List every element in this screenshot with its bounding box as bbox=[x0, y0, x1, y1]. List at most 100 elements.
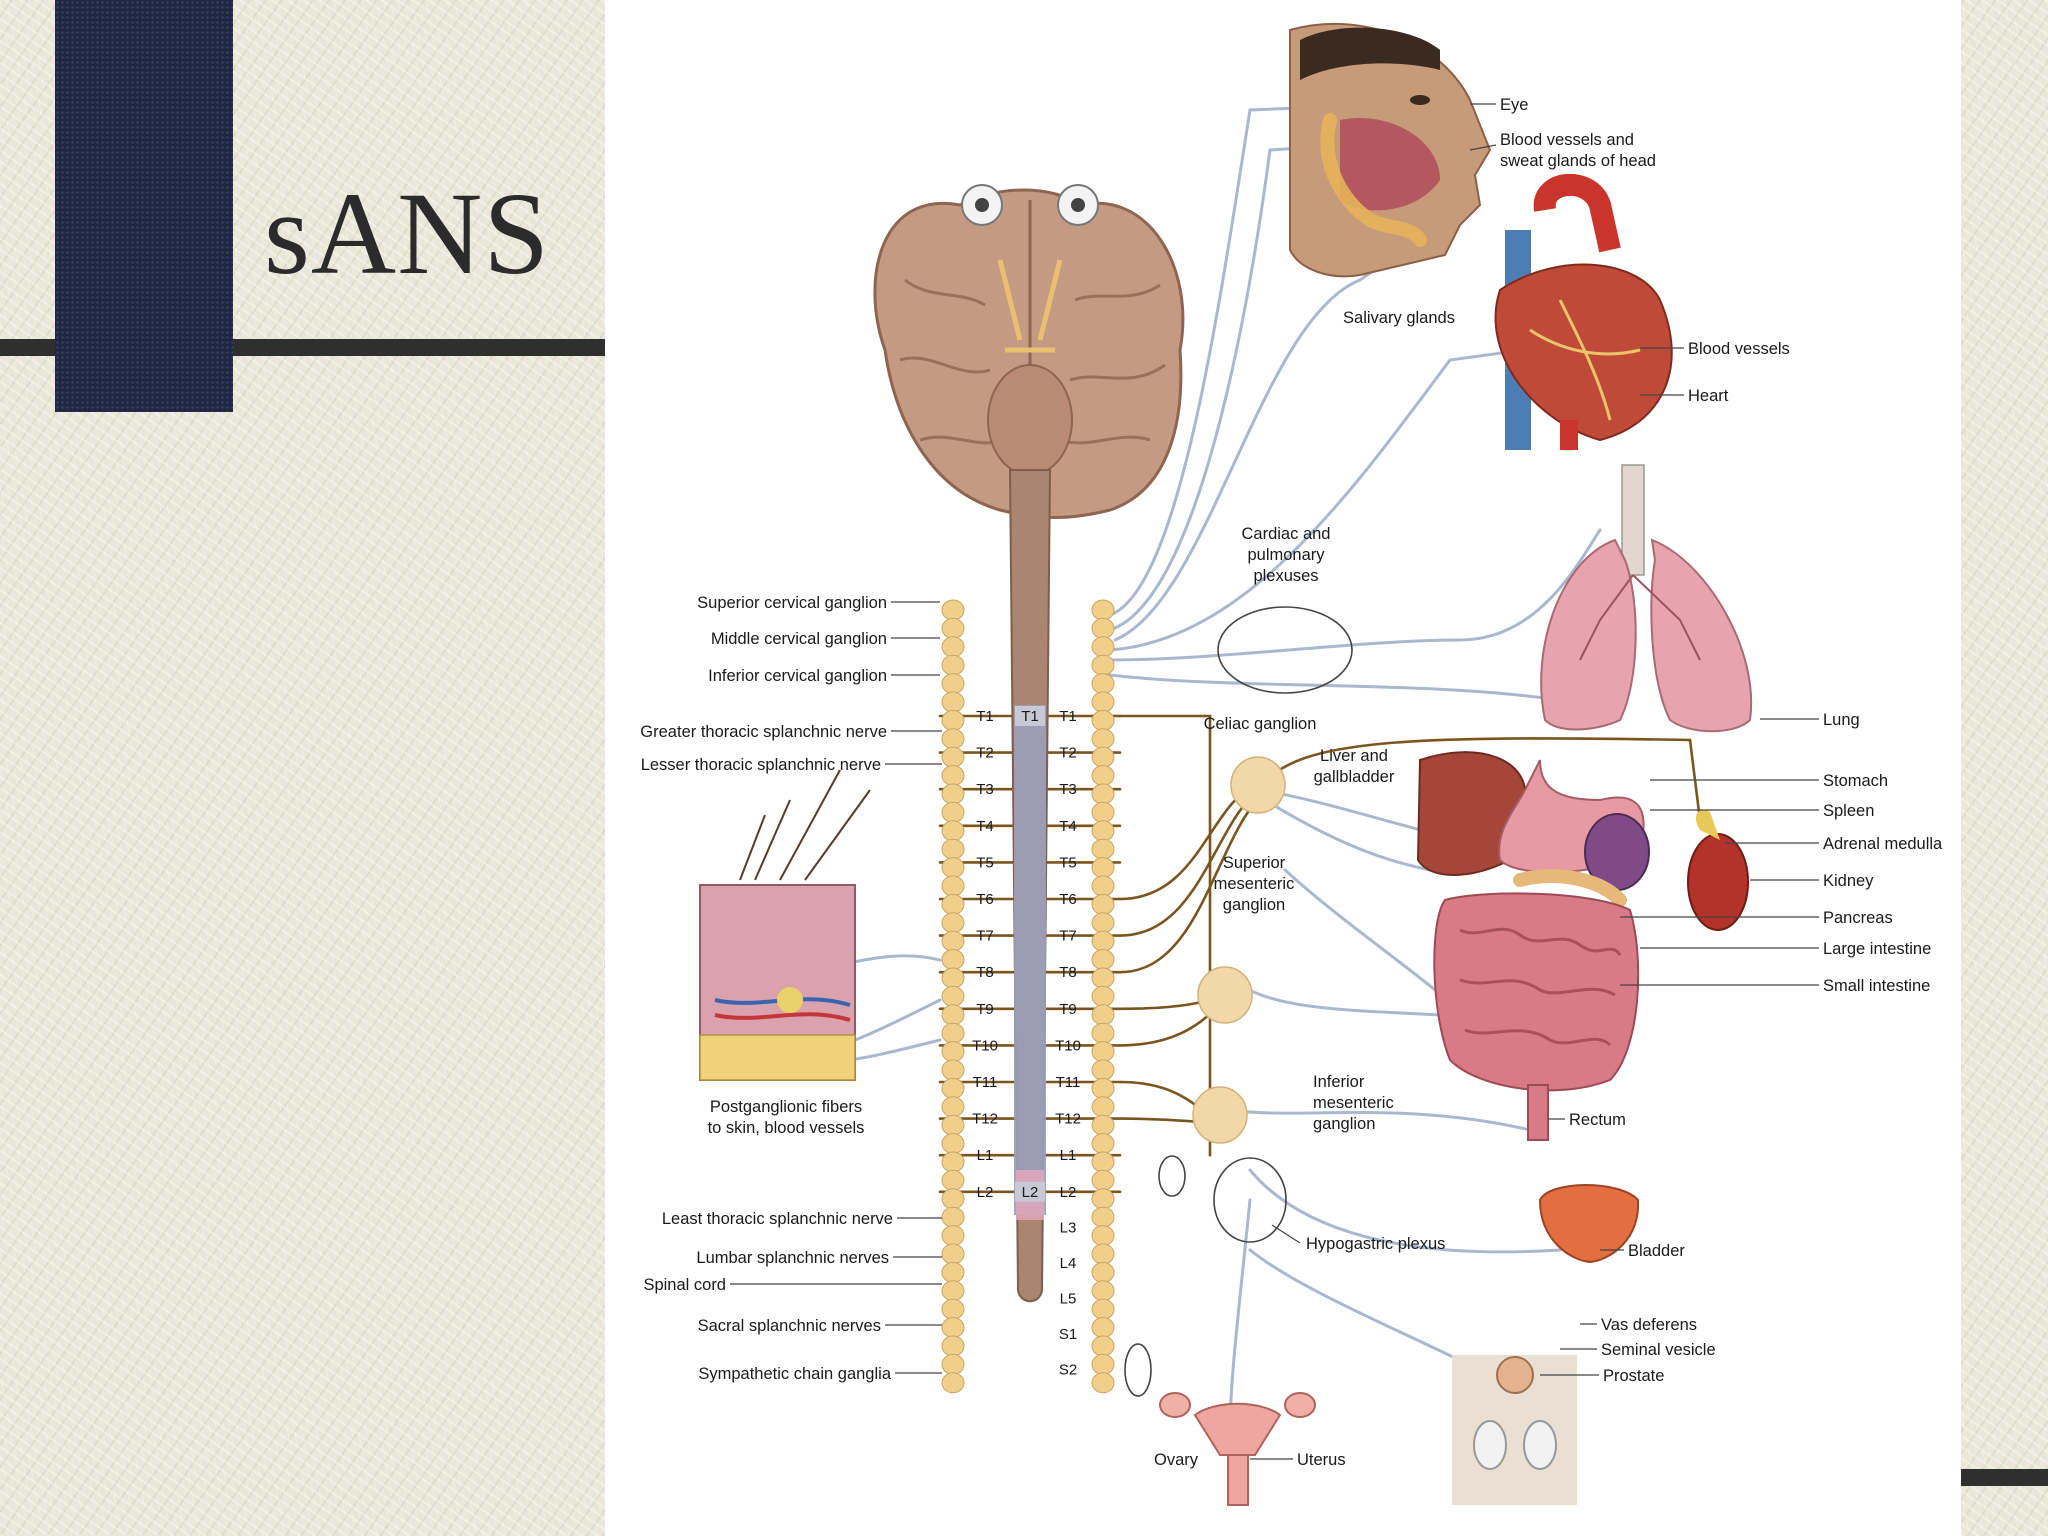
segment-label-right: L5 bbox=[1060, 1290, 1077, 1307]
chain-ganglion bbox=[1091, 857, 1115, 879]
label-pancreas: Pancreas bbox=[1823, 909, 1893, 927]
chain-ganglion bbox=[941, 1335, 965, 1357]
chain-ganglion bbox=[1091, 912, 1115, 934]
chain-ganglion bbox=[941, 1372, 965, 1394]
segment-label-right: L3 bbox=[1060, 1219, 1077, 1236]
chain-ganglion bbox=[941, 857, 965, 879]
label-blood-vessels: Blood vessels bbox=[1688, 340, 1790, 358]
postganglionic-fiber bbox=[1248, 1168, 1562, 1254]
segment-label-left: T4 bbox=[976, 818, 994, 835]
postganglionic-fiber bbox=[1108, 343, 1562, 652]
chain-ganglion bbox=[1091, 893, 1115, 915]
chain-ganglion bbox=[1091, 1059, 1115, 1081]
postganglionic-fiber bbox=[1108, 673, 1612, 702]
chain-ganglion bbox=[1091, 1188, 1115, 1210]
chain-ganglion bbox=[941, 1243, 965, 1265]
segment-label-right: T11 bbox=[1056, 1074, 1081, 1091]
superior-mesenteric-ganglion-node bbox=[1197, 966, 1253, 1024]
segment-label-right: T10 bbox=[1055, 1037, 1081, 1054]
chain-ganglion bbox=[1091, 783, 1115, 805]
skin-illustration bbox=[699, 769, 871, 1081]
chain-ganglion bbox=[941, 1151, 965, 1173]
chain-ganglion bbox=[1091, 1280, 1115, 1302]
segment-label-right: T12 bbox=[1055, 1111, 1081, 1128]
label-lumbar-splanchnic-nerves: Lumbar splanchnic nerves bbox=[696, 1249, 889, 1267]
segment-label-left: T1 bbox=[976, 708, 994, 725]
label-sacral-splanchnic-nerves: Sacral splanchnic nerves bbox=[698, 1317, 881, 1335]
chain-ganglion bbox=[941, 691, 965, 713]
segment-label-right: T3 bbox=[1059, 781, 1077, 798]
chain-ganglion bbox=[1091, 599, 1115, 621]
segment-label-right: T4 bbox=[1059, 818, 1077, 835]
postganglionic-fiber bbox=[1228, 1108, 1532, 1132]
chain-ganglion bbox=[941, 912, 965, 934]
chain-ganglion bbox=[941, 1353, 965, 1375]
chain-ganglion bbox=[941, 636, 965, 658]
male-reproductive-illustration bbox=[1452, 1355, 1577, 1505]
label-superior-cervical-ganglion: Superior cervical ganglion bbox=[697, 594, 887, 612]
chain-ganglion bbox=[1091, 728, 1115, 750]
chain-ganglion bbox=[1091, 967, 1115, 989]
label-uterus: Uterus bbox=[1297, 1451, 1346, 1469]
postganglionic-fiber bbox=[1108, 528, 1602, 662]
segment-label-right: T5 bbox=[1059, 854, 1077, 871]
bladder-illustration bbox=[1538, 1184, 1640, 1264]
chain-ganglion bbox=[941, 930, 965, 952]
chain-ganglion bbox=[1091, 1041, 1115, 1063]
segment-label-left: L1 bbox=[977, 1147, 994, 1164]
chain-ganglion bbox=[941, 765, 965, 787]
segment-label-right: S2 bbox=[1059, 1361, 1077, 1378]
chain-ganglion bbox=[1091, 1151, 1115, 1173]
chain-ganglion bbox=[941, 1004, 965, 1026]
segment-label-right: L2 bbox=[1060, 1184, 1077, 1201]
segment-label-left: T6 bbox=[976, 891, 994, 908]
label-adrenal-medulla: Adrenal medulla bbox=[1823, 835, 1943, 853]
label-eye: Eye bbox=[1500, 96, 1528, 114]
chain-ganglion bbox=[1091, 1335, 1115, 1357]
inferior-mesenteric-ganglion-node bbox=[1192, 1086, 1248, 1144]
postganglionic-fiber bbox=[1238, 983, 1442, 1017]
chain-ganglion bbox=[1091, 1022, 1115, 1044]
celiac-ganglion-node bbox=[1230, 756, 1286, 814]
chain-ganglion bbox=[1091, 1169, 1115, 1191]
decorative-navy-block bbox=[55, 0, 233, 412]
segment-label-left: T9 bbox=[976, 1001, 994, 1018]
slide-title: sANS bbox=[264, 168, 550, 299]
cord-label-t1: T1 bbox=[1021, 708, 1039, 725]
chain-ganglion bbox=[1091, 1225, 1115, 1247]
chain-ganglion bbox=[1091, 1077, 1115, 1099]
chain-ganglion bbox=[1091, 654, 1115, 676]
female-reproductive-illustration bbox=[1159, 1392, 1316, 1506]
chain-ganglion bbox=[941, 599, 965, 621]
chain-ganglion bbox=[1091, 930, 1115, 952]
segment-label-right: T6 bbox=[1059, 891, 1077, 908]
chain-ganglion bbox=[941, 1041, 965, 1063]
chain-ganglion bbox=[1091, 1096, 1115, 1118]
label-sympathetic-chain-ganglia: Sympathetic chain ganglia bbox=[698, 1365, 891, 1383]
chain-ganglion bbox=[1091, 820, 1115, 842]
label-ovary: Ovary bbox=[1154, 1451, 1199, 1469]
chain-ganglion bbox=[941, 838, 965, 860]
label-spinal-cord: Spinal cord bbox=[643, 1276, 726, 1294]
segment-label-left: T2 bbox=[976, 745, 994, 762]
chain-ganglion bbox=[1091, 875, 1115, 897]
chain-ganglion bbox=[941, 985, 965, 1007]
label-least-thoracic-splanchnic-nerve: Least thoracic splanchnic nerve bbox=[662, 1210, 893, 1228]
chain-ganglion bbox=[1091, 1372, 1115, 1394]
chain-ganglion bbox=[941, 949, 965, 971]
label-bladder: Bladder bbox=[1628, 1242, 1685, 1260]
cord-label-l2: L2 bbox=[1022, 1184, 1039, 1201]
chain-ganglion bbox=[1091, 1317, 1115, 1339]
postganglionic-fiber bbox=[1113, 243, 1412, 642]
chain-ganglion bbox=[941, 654, 965, 676]
abdominal-organs-illustration bbox=[1416, 751, 1749, 1141]
chain-ganglion bbox=[941, 1206, 965, 1228]
label-rectum: Rectum bbox=[1569, 1111, 1626, 1129]
chain-ganglion bbox=[941, 1096, 965, 1118]
segment-label-right: T2 bbox=[1059, 745, 1077, 762]
